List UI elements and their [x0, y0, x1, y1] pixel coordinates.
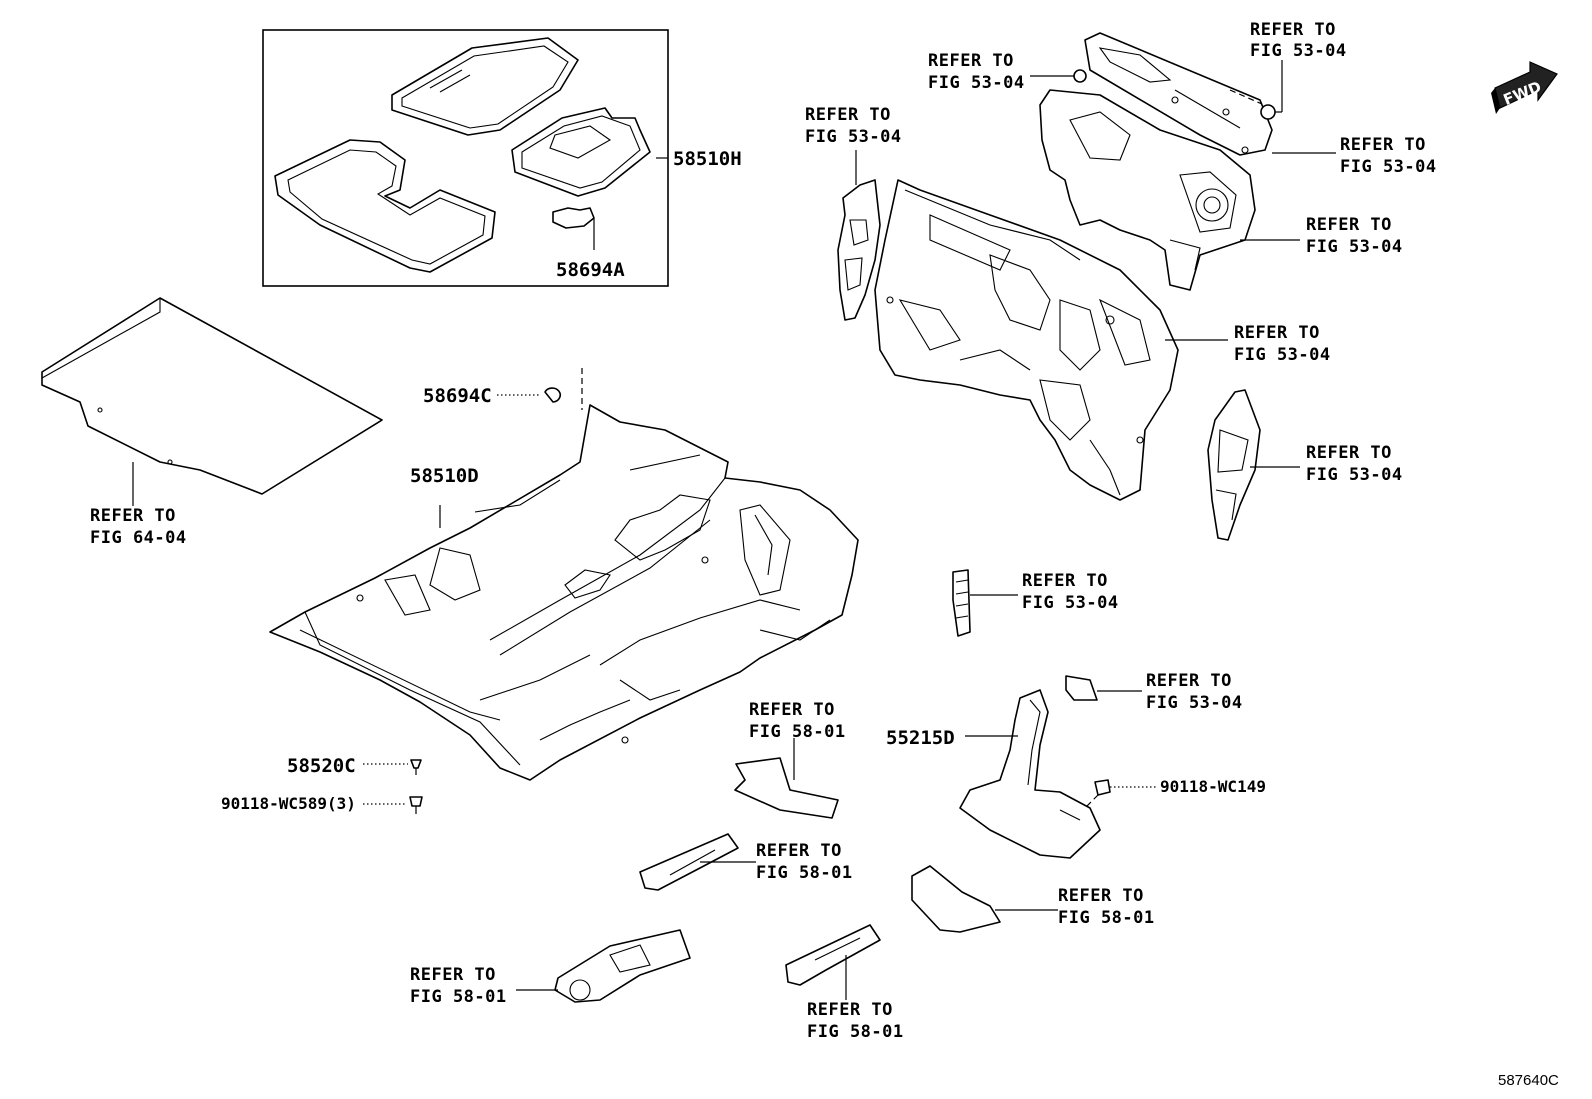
dash-insulator-inner — [874, 179, 1179, 501]
refer-53-04-d-line2: FIG 53-04 — [1306, 237, 1403, 257]
dash-silencer-group: REFER TO FIG 53-04 REFER TO FIG 53-04 RE… — [805, 20, 1437, 713]
dash-insulator-outer — [1039, 89, 1256, 291]
floor-silencer-b — [639, 833, 739, 891]
clip-90118-WC149 — [1094, 779, 1111, 796]
refer-53-04-a-line1: REFER TO — [1250, 20, 1336, 40]
cowl-insulator-top — [1084, 32, 1273, 156]
part-number-58694A: 58694A — [556, 259, 625, 281]
front-right-mat — [511, 107, 651, 197]
floor-silencer-d — [554, 929, 691, 1003]
refer-58-01-b-line1: REFER TO — [756, 841, 842, 861]
silencer-55215D — [959, 689, 1101, 859]
floor-silencer-group: REFER TO FIG 58-01 REFER TO FIG 58-01 RE… — [410, 700, 1155, 1042]
fastener-90118-WC589 — [409, 796, 423, 807]
small-insulator-pad — [1065, 675, 1098, 701]
refer-58-01-c-line2: FIG 58-01 — [1058, 908, 1155, 928]
refer-53-04-h-line2: FIG 53-04 — [1022, 593, 1119, 613]
refer-53-04-e-line1: REFER TO — [1234, 323, 1320, 343]
figure-id: 587640C — [1498, 1072, 1559, 1089]
part-number-55215D: 55215D — [886, 727, 955, 749]
fastener-58520C — [410, 759, 422, 769]
part-number-90118-WC149: 90118-WC149 — [1160, 777, 1266, 796]
forward-direction-arrow: FWD — [1491, 61, 1558, 114]
refer-53-04-b-line2: FIG 53-04 — [1340, 157, 1437, 177]
carpet-clip — [544, 387, 561, 403]
rear-deck-board — [41, 297, 383, 495]
refer-53-04-d-line1: REFER TO — [1306, 215, 1392, 235]
small-insulator-strip — [952, 569, 971, 637]
refer-53-04-f-line2: FIG 53-04 — [805, 127, 902, 147]
refer-53-04-f-line1: REFER TO — [805, 105, 891, 125]
front-left-mat — [391, 37, 579, 136]
floor-carpet-group: 58510D 58694C — [269, 368, 859, 781]
refer-53-04-b-line1: REFER TO — [1340, 135, 1426, 155]
refer-fig-64-04-line2: FIG 64-04 — [90, 528, 187, 548]
refer-58-01-e-line1: REFER TO — [807, 1000, 893, 1020]
part-number-58520C: 58520C — [287, 755, 356, 777]
part-number-58510D: 58510D — [410, 465, 479, 487]
front-right-mat-pad — [549, 125, 612, 159]
mat-clip — [552, 207, 595, 229]
refer-53-04-i-line2: FIG 53-04 — [1146, 693, 1243, 713]
refer-58-01-a-line1: REFER TO — [749, 700, 835, 720]
fwd-arrow-icon — [1494, 61, 1558, 109]
part-number-90118-WC589: 90118-WC589(3) — [221, 794, 356, 813]
refer-53-04-h-line1: REFER TO — [1022, 571, 1108, 591]
silencer-55215D-group: 55215D 90118-WC149 — [886, 689, 1266, 859]
refer-58-01-c-line1: REFER TO — [1058, 886, 1144, 906]
refer-58-01-d-line1: REFER TO — [410, 965, 496, 985]
rear-deck-board-group: REFER TO FIG 64-04 — [41, 297, 383, 548]
refer-58-01-d-line2: FIG 58-01 — [410, 987, 507, 1007]
refer-53-04-a-line2: FIG 53-04 — [1250, 41, 1347, 61]
part-number-58694C: 58694C — [423, 385, 492, 407]
refer-58-01-e-line2: FIG 58-01 — [807, 1022, 904, 1042]
refer-53-04-g-line1: REFER TO — [1306, 443, 1392, 463]
rear-mat — [274, 139, 496, 273]
refer-53-04-e-line2: FIG 53-04 — [1234, 345, 1331, 365]
dash-side-pad-right — [1207, 389, 1261, 541]
refer-58-01-b-line2: FIG 58-01 — [756, 863, 853, 883]
floor-silencer-a — [734, 757, 839, 819]
dash-side-pad-left — [837, 179, 881, 321]
floor-mat-set-group: 58510H 58694A — [262, 29, 742, 287]
fasteners-group: 58520C 90118-WC589(3) — [221, 755, 423, 814]
front-left-mat-heelpad — [429, 69, 471, 93]
floor-silencer-e — [785, 924, 881, 986]
part-number-58510H: 58510H — [673, 148, 742, 170]
refer-53-04-i-line1: REFER TO — [1146, 671, 1232, 691]
refer-53-04-c-line2: FIG 53-04 — [928, 73, 1025, 93]
rear-mat-inner — [287, 149, 486, 265]
dash-grommet — [1073, 69, 1087, 83]
refer-fig-64-04-line1: REFER TO — [90, 506, 176, 526]
front-right-mat-inner — [521, 115, 641, 189]
refer-53-04-c-line1: REFER TO — [928, 51, 1014, 71]
refer-58-01-a-line2: FIG 58-01 — [749, 722, 846, 742]
refer-53-04-g-line2: FIG 53-04 — [1306, 465, 1403, 485]
floor-silencer-c — [911, 865, 1001, 933]
front-left-mat-inner — [401, 45, 569, 129]
